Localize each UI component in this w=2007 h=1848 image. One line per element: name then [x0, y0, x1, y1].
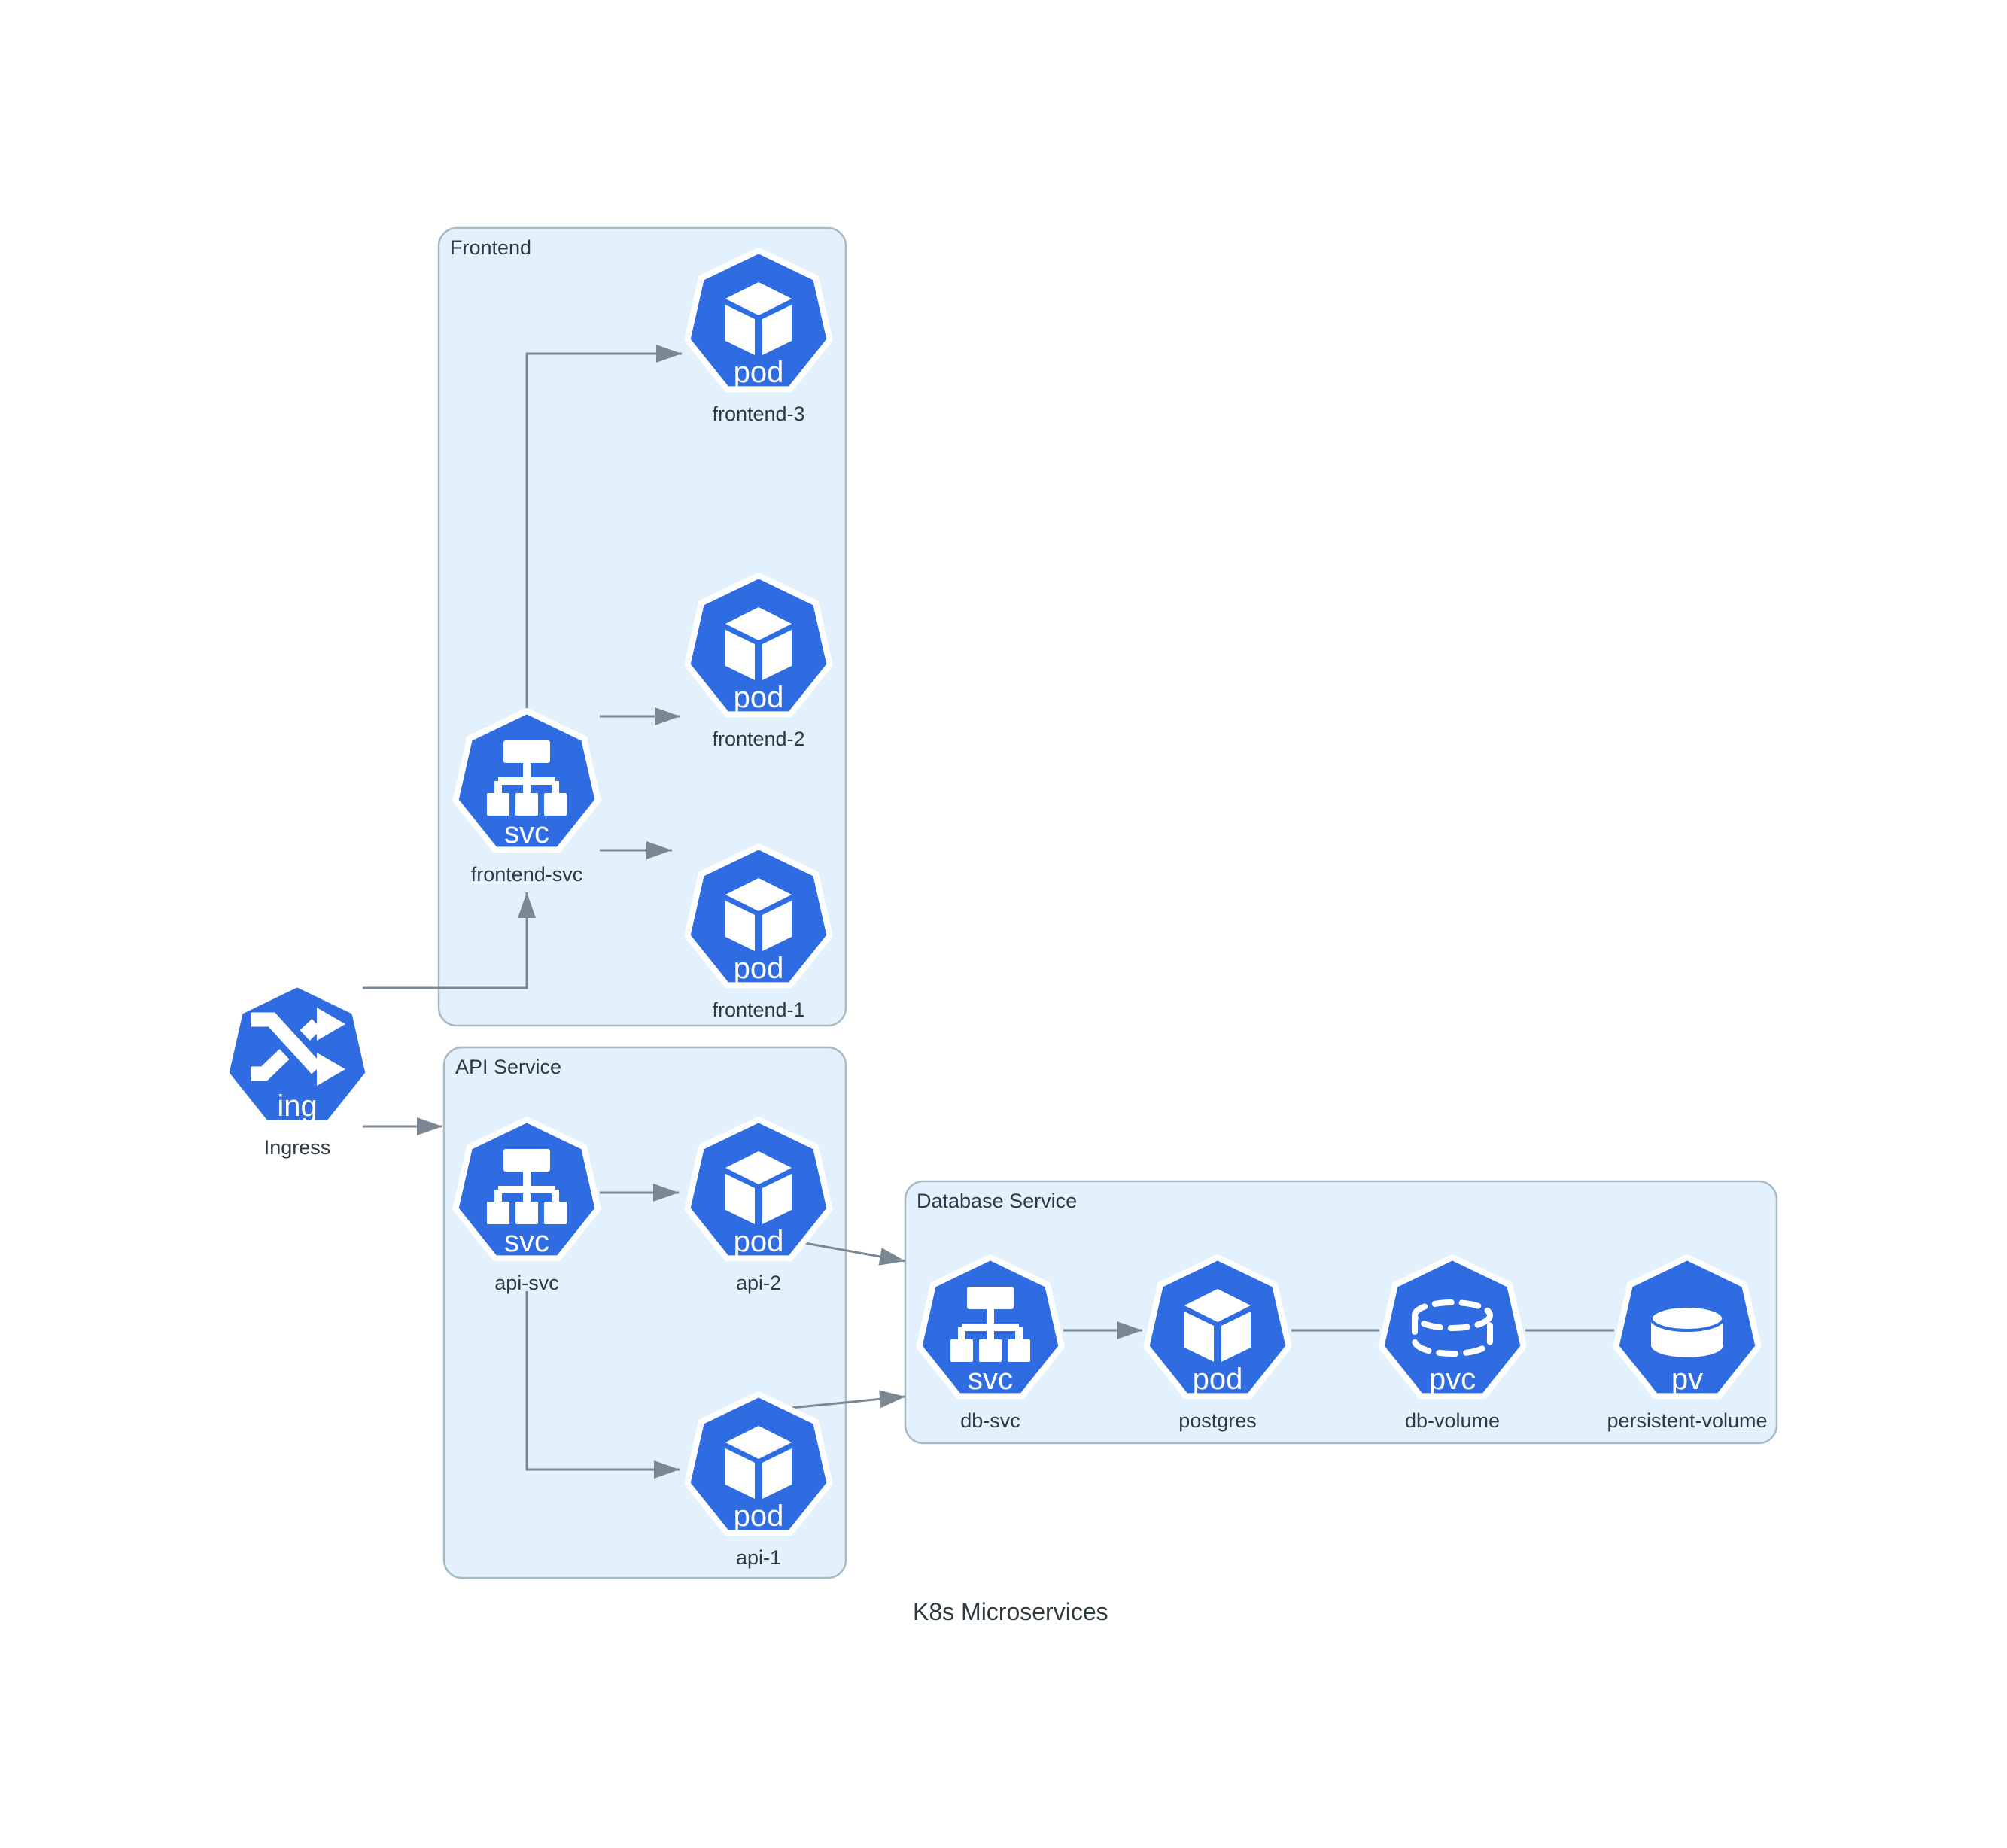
edge-api-2-to-database-service [804, 1242, 906, 1266]
edge-api-svc-to-api-1 [525, 1291, 680, 1479]
node-label: frontend-1 [712, 998, 804, 1021]
node-label: Ingress [264, 1136, 331, 1159]
node-label: api-1 [736, 1546, 781, 1569]
node-kind-text: pv [1671, 1363, 1703, 1396]
node-ingress: ing Ingress [226, 984, 368, 1159]
node-db-volume: pvc db-volume [1381, 1257, 1523, 1432]
node-label: api-svc [494, 1272, 559, 1294]
node-kind-text: svc [504, 1225, 549, 1258]
node-kind-text: pod [734, 1225, 784, 1258]
node-label: persistent-volume [1607, 1409, 1767, 1432]
diagram-title: K8s Microservices [913, 1598, 1108, 1625]
node-frontend-2: pod frontend-2 [687, 576, 829, 750]
node-kind-text: pod [734, 356, 784, 389]
group-database-service: Database Service [904, 1180, 1778, 1445]
node-kind-text: pod [734, 1500, 784, 1533]
node-kind-text: pvc [1429, 1363, 1476, 1396]
node-kind-text: svc [968, 1363, 1013, 1396]
group-database-service-box [904, 1180, 1778, 1445]
node-kind-text: pod [734, 952, 784, 985]
edge-ingress-to-frontend-svc [363, 892, 536, 989]
node-kind-text: svc [504, 816, 549, 850]
node-postgres: pod postgres [1146, 1257, 1288, 1432]
node-label: frontend-svc [471, 863, 583, 886]
node-api-2: pod api-2 [687, 1120, 829, 1294]
node-label: postgres [1178, 1409, 1257, 1432]
node-frontend-svc: svc frontend-svc [455, 711, 598, 886]
group-frontend-label: Frontend [450, 236, 531, 259]
node-kind-text: pod [1193, 1363, 1243, 1396]
node-persistent-volume: pv persistent-volume [1607, 1257, 1768, 1432]
node-api-svc: svc api-svc [455, 1120, 598, 1294]
node-db-svc: svc db-svc [919, 1257, 1061, 1432]
group-database-service-label: Database Service [917, 1190, 1077, 1212]
edge-frontend-svc-to-frontend-3 [525, 345, 682, 710]
node-kind-text: pod [734, 681, 784, 714]
node-kind-text: ing [277, 1090, 317, 1123]
edge-api-1-to-database-service [783, 1390, 906, 1410]
node-label: db-volume [1405, 1409, 1500, 1432]
node-label: frontend-2 [712, 728, 804, 750]
node-label: db-svc [960, 1409, 1020, 1432]
node-api-1: pod api-1 [687, 1394, 829, 1569]
group-api-service-label: API Service [455, 1056, 561, 1078]
cylinder-icon [1650, 1305, 1725, 1359]
node-frontend-1: pod frontend-1 [687, 846, 829, 1021]
node-label: api-2 [736, 1272, 781, 1294]
node-label: frontend-3 [712, 403, 804, 425]
node-frontend-3: pod frontend-3 [687, 251, 829, 425]
